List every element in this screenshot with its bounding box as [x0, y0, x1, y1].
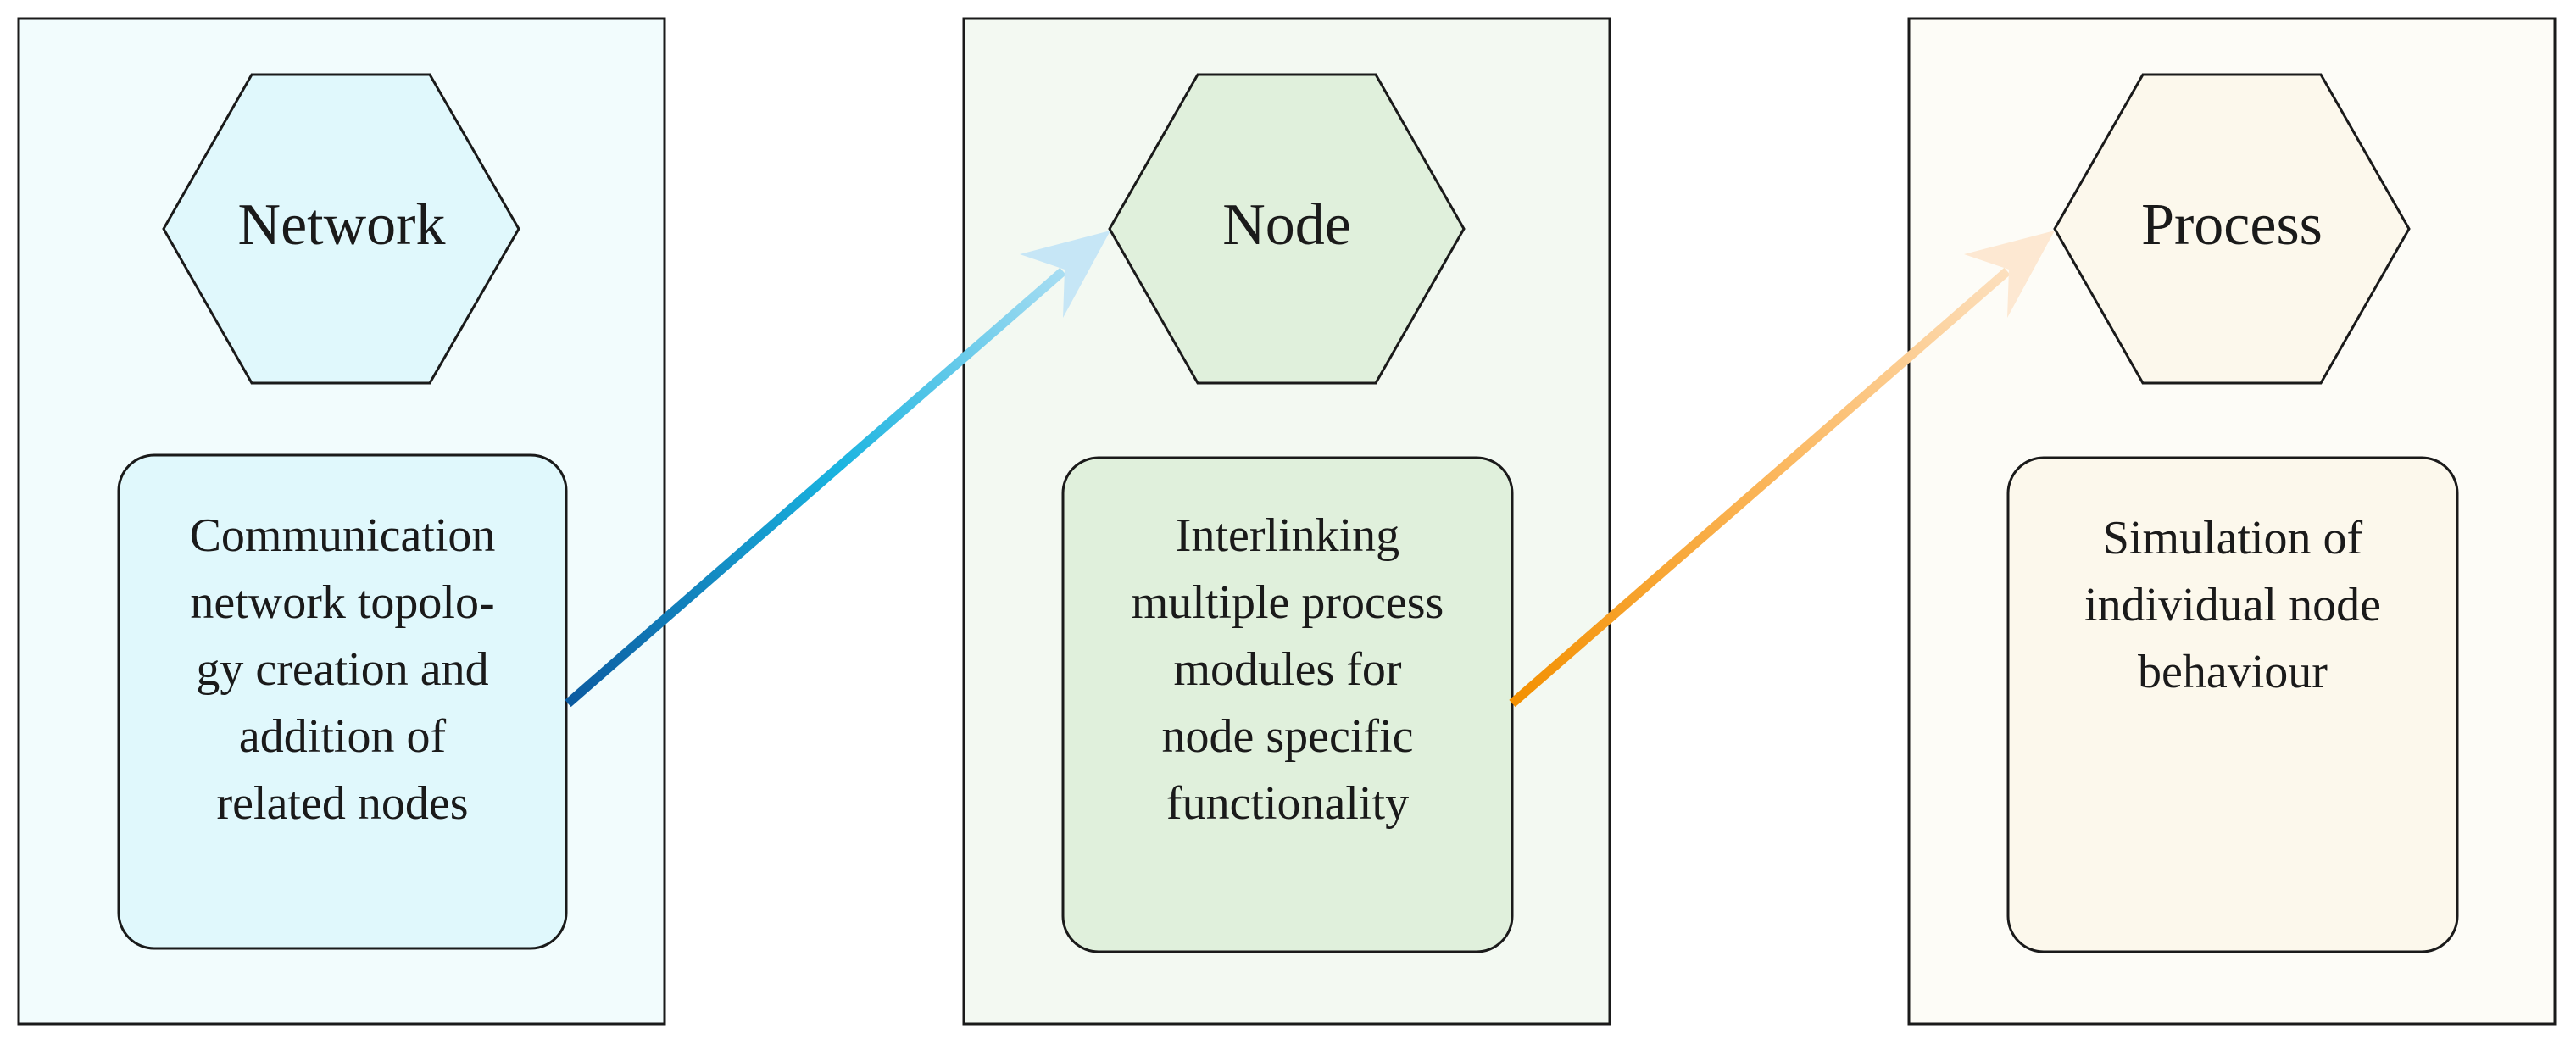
process-description-box [2006, 456, 2459, 953]
process-hexagon-shape [2053, 73, 2411, 385]
process-title: Process [2141, 192, 2323, 258]
node-description-box [1061, 456, 1514, 953]
panel-network: Network [17, 17, 666, 1026]
panel-node: Node [962, 17, 1611, 1026]
arrow-network-to-node-shaft [565, 267, 1066, 708]
network-description-box [117, 453, 568, 950]
network-title: Network [238, 192, 446, 258]
node-hexagon-shape [1108, 73, 1466, 385]
arrow-network-to-node-head-icon [1020, 231, 1110, 318]
arrow-node-to-process [1509, 231, 2055, 708]
arrow-network-to-node [565, 231, 1110, 708]
arrow-node-to-process-head-icon [1964, 231, 2055, 318]
network-description: Communication network topolo- gy creatio… [189, 509, 496, 830]
network-hexagon-shape [162, 73, 520, 385]
panel-process: Process [1907, 17, 2557, 1026]
node-title: Node [1222, 192, 1351, 258]
node-description: Interlinking multiple process modules fo… [1131, 509, 1444, 830]
process-description: Simulation of individual node behaviour [2084, 512, 2381, 698]
arrow-node-to-process-shaft [1509, 267, 2011, 708]
